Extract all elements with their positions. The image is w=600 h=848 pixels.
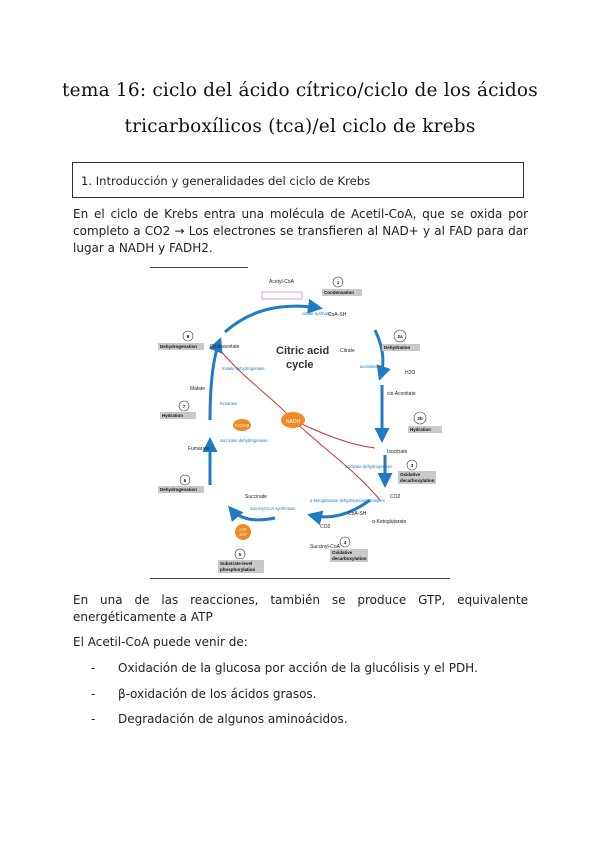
enzyme-akg-dh: α-ketoglutarate dehydrogenase complex [310,498,386,503]
succinate-label: Succinate [245,494,267,500]
center-label-1: Citric acid [276,345,329,357]
step-2b-badge [413,411,427,425]
step-2a-number: 2a [397,334,403,339]
gtp-paragraph: En una de las reacciones, también se pro… [73,593,528,624]
step-1-box [322,289,362,296]
krebs-cycle-diagram: Citric acid cycle NADH FADH2 GTP ATP Ace… [158,276,442,573]
step-2b-number: 2b [417,416,423,421]
step-3-label-b: decarboxylation [400,478,435,483]
step-2a-box [382,344,420,351]
step-7-box [160,412,196,419]
step-3-badge [406,459,418,471]
succinyl-coa-label: Succinyl-CoA [310,544,341,550]
list-item: -β-oxidación de los ácidos grasos. [91,687,317,701]
list-item-text: Oxidación de la glucosa por acción de la… [118,661,478,675]
fadh2-node [233,419,251,431]
step-5-number: 5 [239,552,242,557]
step-4-box [330,549,368,562]
gtp-atp-node [235,524,251,540]
list-item-text: β-oxidación de los ácidos grasos. [118,687,317,701]
step-6-number: 6 [184,478,187,483]
enzyme-isocitrate-dh: isocitrate dehydrogenase [345,464,392,469]
acetyl-coa-label: Acetyl-CoA [269,279,295,285]
oxaloacetate-label: Oxaloacetate [210,344,240,350]
step-6-box [158,486,204,493]
step-2a-label: Dehydration [384,345,411,350]
step-2b-label: Hydration [410,427,431,432]
step-5-badge [234,548,246,560]
step-3-number: 3 [411,463,414,468]
step-4-number: 4 [344,540,347,545]
acetyl-group-box [261,291,303,300]
step-7-number: 7 [183,404,186,409]
atp-label: ATP [239,533,247,537]
cis-aconitate-label: cis-Aconitate [387,391,416,397]
enzyme-malate-dh: malate dehydrogenase [222,366,265,371]
step-6-badge [179,474,191,486]
malate-label: Malate [190,386,205,392]
step-7-label: Hydration [162,413,183,418]
enzyme-fumarase: fumarase [220,401,238,406]
co2-label-1: CO2 [390,494,401,500]
step-8-number: 8 [187,334,190,339]
step-3-box [398,471,436,484]
citrate-label: Citrate [340,348,355,354]
list-item-text: Degradación de algunos aminoácidos. [118,712,348,726]
intro-paragraph: En el ciclo de Krebs entra una molécula … [73,207,528,255]
step-5-label-a: Substrate-level [220,561,252,566]
step-1-badge [332,276,344,288]
coa-sh-label-1: CoA-SH [328,312,347,318]
step-3-label-a: Oxidative [400,472,421,477]
enzyme-succinyl-coa-synthetase: succinyl-CoA synthetase [250,506,296,511]
fadh2-label: FADH2 [235,423,250,428]
page-title-line-1: tema 16: ciclo del ácido cítrico/ciclo d… [62,80,538,101]
step-7-badge [178,400,190,412]
enzyme-aconitase: aconitase [360,364,379,369]
step-5-label-b: phosphorylation [220,567,255,572]
section-heading: 1. Introducción y generalidades del cicl… [72,162,524,198]
sources-intro: El Acetil-CoA puede venir de: [73,635,248,649]
step-4-label-a: Oxidative [332,550,353,555]
list-item: -Oxidación de la glucosa por acción de l… [91,661,478,675]
step-8-badge [182,330,194,342]
step-2a-badge [393,329,407,343]
step-1-number: 1 [337,280,340,285]
divider-bottom [150,578,450,579]
step-4-badge [339,536,351,548]
step-8-label: Dehydrogenation [160,344,197,349]
step-1-label: Condensation [324,290,354,295]
step-5-box [218,560,264,573]
co2-label-2: CO2 [320,524,331,530]
h2o-label: H2O [405,370,415,376]
cycle-arrows [202,298,393,526]
divider-top [150,267,248,268]
page-title-line-2: tricarboxílicos (tca)/el ciclo de krebs [124,116,476,137]
isocitrate-label: Isocitrate [387,449,408,455]
step-8-box [158,343,204,350]
enzyme-succinate-dh: succinate dehydrogenase [220,438,268,443]
nadh-node [281,412,305,428]
fumarate-label: Fumarate [188,446,210,452]
step-2b-box [408,426,442,433]
enzyme-citrate-synthase: citrate synthase [302,311,332,316]
step-6-label: Dehydrogenation [160,487,197,492]
alpha-ketoglutarate-label: α-Ketoglutarate [372,519,407,525]
coa-sh-label-2: CoA-SH [348,511,367,517]
nadh-label: NADH [286,419,301,425]
list-item: -Degradación de algunos aminoácidos. [91,712,348,726]
step-4-label-b: decarboxylation [332,556,367,561]
center-label-2: cycle [286,359,314,371]
gtp-label: GTP [239,528,247,532]
